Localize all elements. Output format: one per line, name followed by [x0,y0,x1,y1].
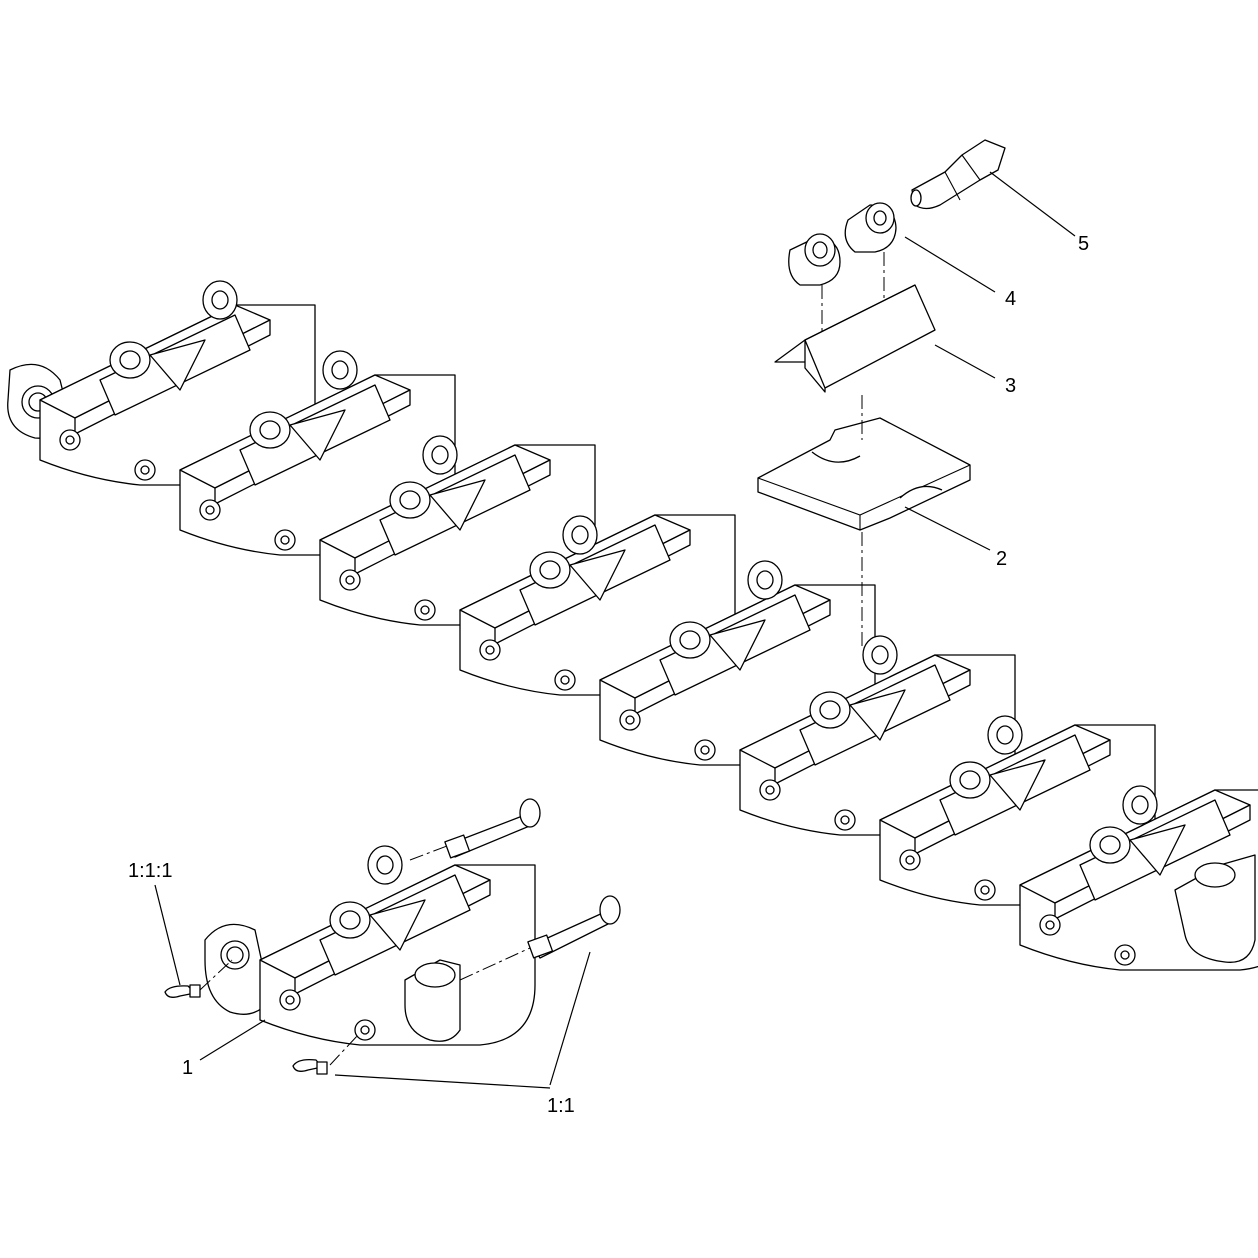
chain-end-bracket [1174,854,1256,963]
cotter-key-upper [164,984,201,998]
end-plate-right [404,959,461,1042]
cutter-chain [7,280,1258,971]
cutter-sleeve [422,435,458,475]
leader-2 [904,506,991,551]
callout-1-1: 1:1 [547,1095,575,1117]
callout-1: 1 [182,1057,193,1079]
cutter-sleeve [1122,785,1158,825]
end-plate-left [204,923,271,1015]
leader-1-1-1 [154,884,181,986]
callout-labels: 5 4 3 2 1 1:1 1:1:1 [128,233,1089,1117]
callout-2: 2 [996,548,1007,570]
pick-tooth [910,139,1006,210]
cutter-sleeve [367,845,403,885]
cutter-sleeve [562,515,598,555]
angle-bracket [774,284,936,393]
chain-link [259,864,536,1046]
callout-4: 4 [1005,288,1016,310]
leader-1-1-a [549,951,591,1086]
cotter-key-lower [292,1058,328,1075]
bushings [788,202,897,286]
cutter-sleeve [202,280,238,320]
leader-lines [154,171,1076,1089]
link-pin-upper [444,798,541,859]
mounting-plate [757,417,971,531]
cutter-sleeve [322,350,358,390]
leader-5 [989,171,1076,237]
leader-4 [904,236,996,293]
leader-1-1-b [334,1074,551,1089]
exploded-assembly [757,139,1006,650]
callout-5: 5 [1078,233,1089,255]
leader-3 [934,344,996,379]
callout-1-1-1: 1:1:1 [128,860,172,882]
cutter-sleeve [747,560,783,600]
cutter-sleeve [987,715,1023,755]
callout-3: 3 [1005,375,1016,397]
single-link-assembly [164,798,621,1075]
link-pin-lower [527,895,621,959]
leader-1 [199,1019,266,1061]
cutter-sleeve [862,635,898,675]
